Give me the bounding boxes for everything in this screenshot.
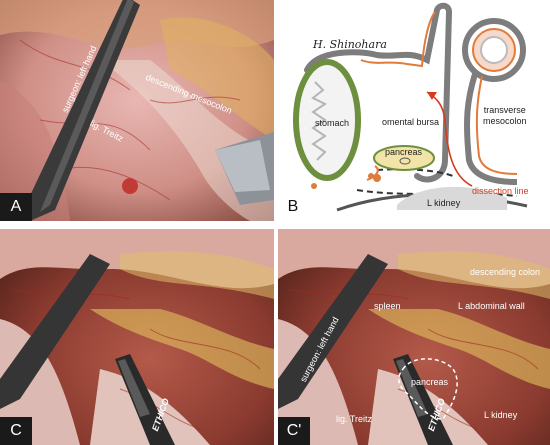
mesentery-outline: [304, 2, 453, 183]
anatomy-diagram: [293, 2, 528, 212]
label-l-abdominal-wall: L abdominal wall: [458, 301, 525, 311]
label-pancreas-c: pancreas: [411, 377, 449, 387]
dissection-arrow: [426, 91, 473, 187]
label-omental-bursa: omental bursa: [382, 117, 440, 127]
label-dissection-line: dissection line: [472, 186, 529, 196]
label-l-kidney-c: L kidney: [484, 410, 518, 420]
label-spleen: spleen: [374, 301, 401, 311]
panel-label-b: B: [277, 193, 309, 221]
kidney-shape: [397, 186, 507, 210]
panel-b-diagram: H. Shinohara stomach omental bursa trans…: [277, 0, 550, 221]
label-l-kidney: L kidney: [427, 198, 461, 208]
panel-c-prime: surgeon: left hand descending colon sple…: [278, 229, 550, 445]
label-descending-colon: descending colon: [470, 267, 541, 277]
signature-text: H. Shinohara: [313, 38, 387, 51]
laparoscopic-photo-c: [0, 229, 274, 445]
stomach-shape: [293, 59, 361, 181]
panel-label-a: A: [0, 193, 32, 221]
panel-label-c-prime: C': [278, 417, 310, 445]
label-transverse-mesocolon: transverse mesocolon: [483, 105, 527, 126]
laparoscopic-photo-c-prime: [278, 229, 550, 445]
panel-label-c: C: [0, 417, 32, 445]
panel-a: surgeon: left hand descending mesocolon …: [0, 0, 274, 221]
label-lig-treitz-c: lig. Treitz: [336, 414, 373, 424]
panel-c: ETHICO C: [0, 229, 274, 445]
label-stomach: stomach: [315, 118, 350, 128]
laparoscopic-photo-a: [0, 0, 274, 221]
label-pancreas: pancreas: [385, 147, 423, 157]
pancreas-outline: [398, 358, 458, 420]
